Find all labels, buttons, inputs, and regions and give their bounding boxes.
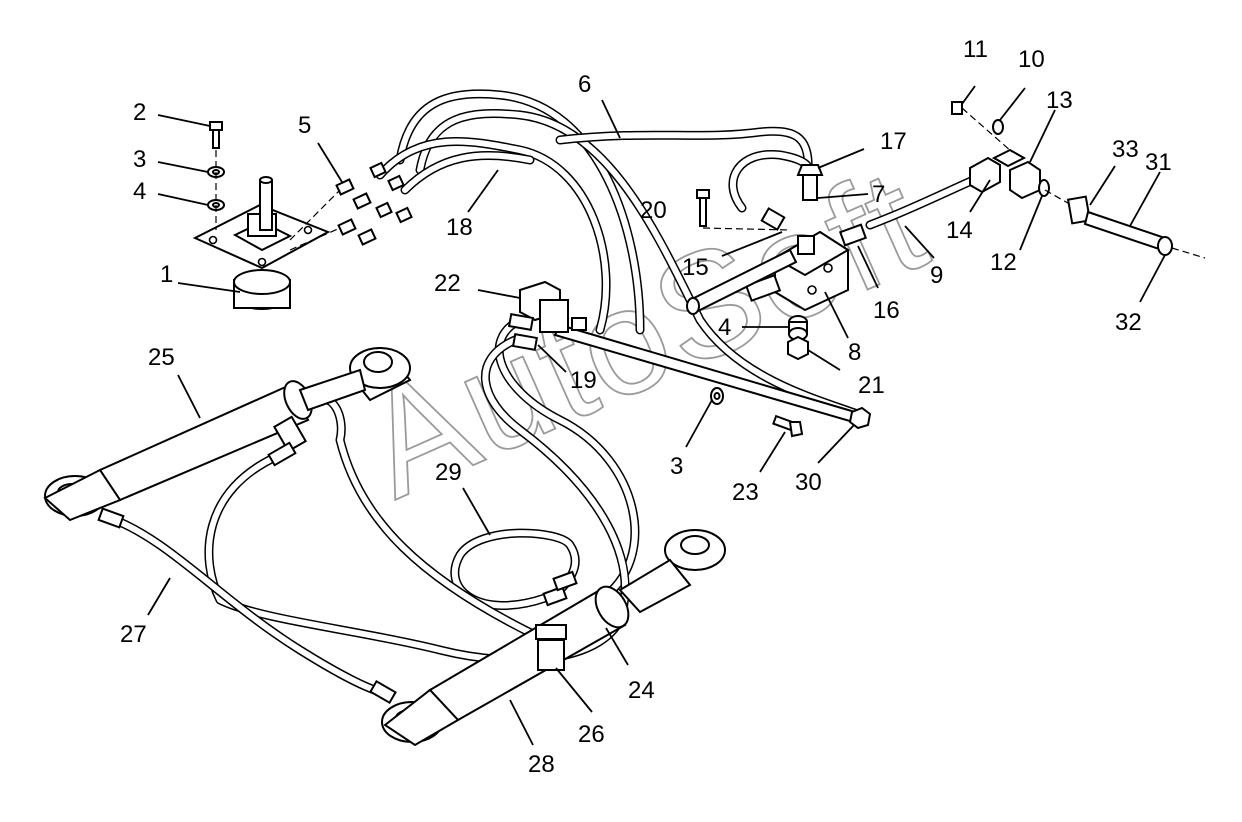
bolt-20 <box>696 189 791 231</box>
callout-13: 13 <box>1046 87 1073 114</box>
callout-21: 21 <box>858 372 885 399</box>
callout-8: 8 <box>848 339 861 366</box>
callout-30: 30 <box>795 469 822 496</box>
block-26 <box>535 570 578 671</box>
fittings-5 <box>289 161 413 251</box>
washer-3-rod <box>710 387 724 405</box>
fitting-17-end <box>760 207 786 231</box>
valve-cylinder-15 <box>686 248 798 315</box>
fitting-16 <box>838 223 868 247</box>
callout-4-second: 4 <box>718 314 731 341</box>
hose-27 <box>105 513 390 698</box>
callout-labels: 1 2 3 3 4 4 5 6 7 8 9 10 11 12 13 14 15 … <box>120 36 1172 778</box>
callout-23: 23 <box>732 479 759 506</box>
callout-26: 26 <box>578 721 605 748</box>
flange-33 <box>1066 195 1092 225</box>
hose-6 <box>395 89 865 420</box>
callout-11: 11 <box>963 36 988 63</box>
tee-fitting-25 <box>267 415 308 467</box>
callout-10: 10 <box>1018 46 1045 73</box>
callout-32: 32 <box>1115 309 1142 336</box>
bracket-13 <box>991 148 1041 200</box>
tube-9 <box>865 173 983 230</box>
control-unit-1 <box>192 176 331 310</box>
bolt-11 <box>951 101 1013 153</box>
block-22 <box>519 280 569 333</box>
nut-21 <box>787 335 809 361</box>
cylinder-28 <box>381 529 726 747</box>
washer-10 <box>992 119 1004 135</box>
bolt-23 <box>772 414 804 438</box>
tube-6-to-valve <box>555 126 813 180</box>
callout-15: 15 <box>682 254 709 281</box>
callout-25: 25 <box>148 344 175 371</box>
callout-16: 16 <box>873 297 900 324</box>
bushing-4-valve <box>788 315 808 341</box>
fitting-14 <box>969 156 1001 194</box>
callout-9: 9 <box>930 262 943 289</box>
ring-12 <box>1038 179 1050 197</box>
callout-31: 31 <box>1145 149 1172 176</box>
cylinder-25 <box>43 347 412 522</box>
callout-24: 24 <box>628 677 655 704</box>
fittings-19 <box>507 313 587 351</box>
callout-28: 28 <box>528 751 555 778</box>
callout-14: 14 <box>946 217 973 244</box>
callout-2: 2 <box>133 99 146 126</box>
callout-12: 12 <box>990 249 1017 276</box>
callout-19: 19 <box>570 367 597 394</box>
callout-3-second: 3 <box>670 453 683 480</box>
shaft-31 <box>1083 210 1167 252</box>
callout-7: 7 <box>872 181 885 208</box>
callout-33: 33 <box>1112 136 1139 163</box>
bushing-32 <box>1157 236 1206 259</box>
callout-29: 29 <box>435 459 462 486</box>
callout-18: 18 <box>446 214 473 241</box>
callout-3: 3 <box>133 146 146 173</box>
fittings-27-ends <box>97 507 397 705</box>
bolt-2 <box>209 121 223 149</box>
callout-27: 27 <box>120 621 147 648</box>
callout-1: 1 <box>160 261 173 288</box>
callout-6: 6 <box>578 71 591 98</box>
fitting-7 <box>796 164 824 201</box>
leader-lines <box>147 85 1166 746</box>
hose-18 <box>375 137 611 335</box>
callout-4: 4 <box>133 178 146 205</box>
callout-22: 22 <box>434 270 461 297</box>
callout-5: 5 <box>298 112 311 139</box>
callout-20: 20 <box>640 197 667 224</box>
tube-25-to-26 <box>315 394 550 645</box>
callout-17: 17 <box>880 128 907 155</box>
